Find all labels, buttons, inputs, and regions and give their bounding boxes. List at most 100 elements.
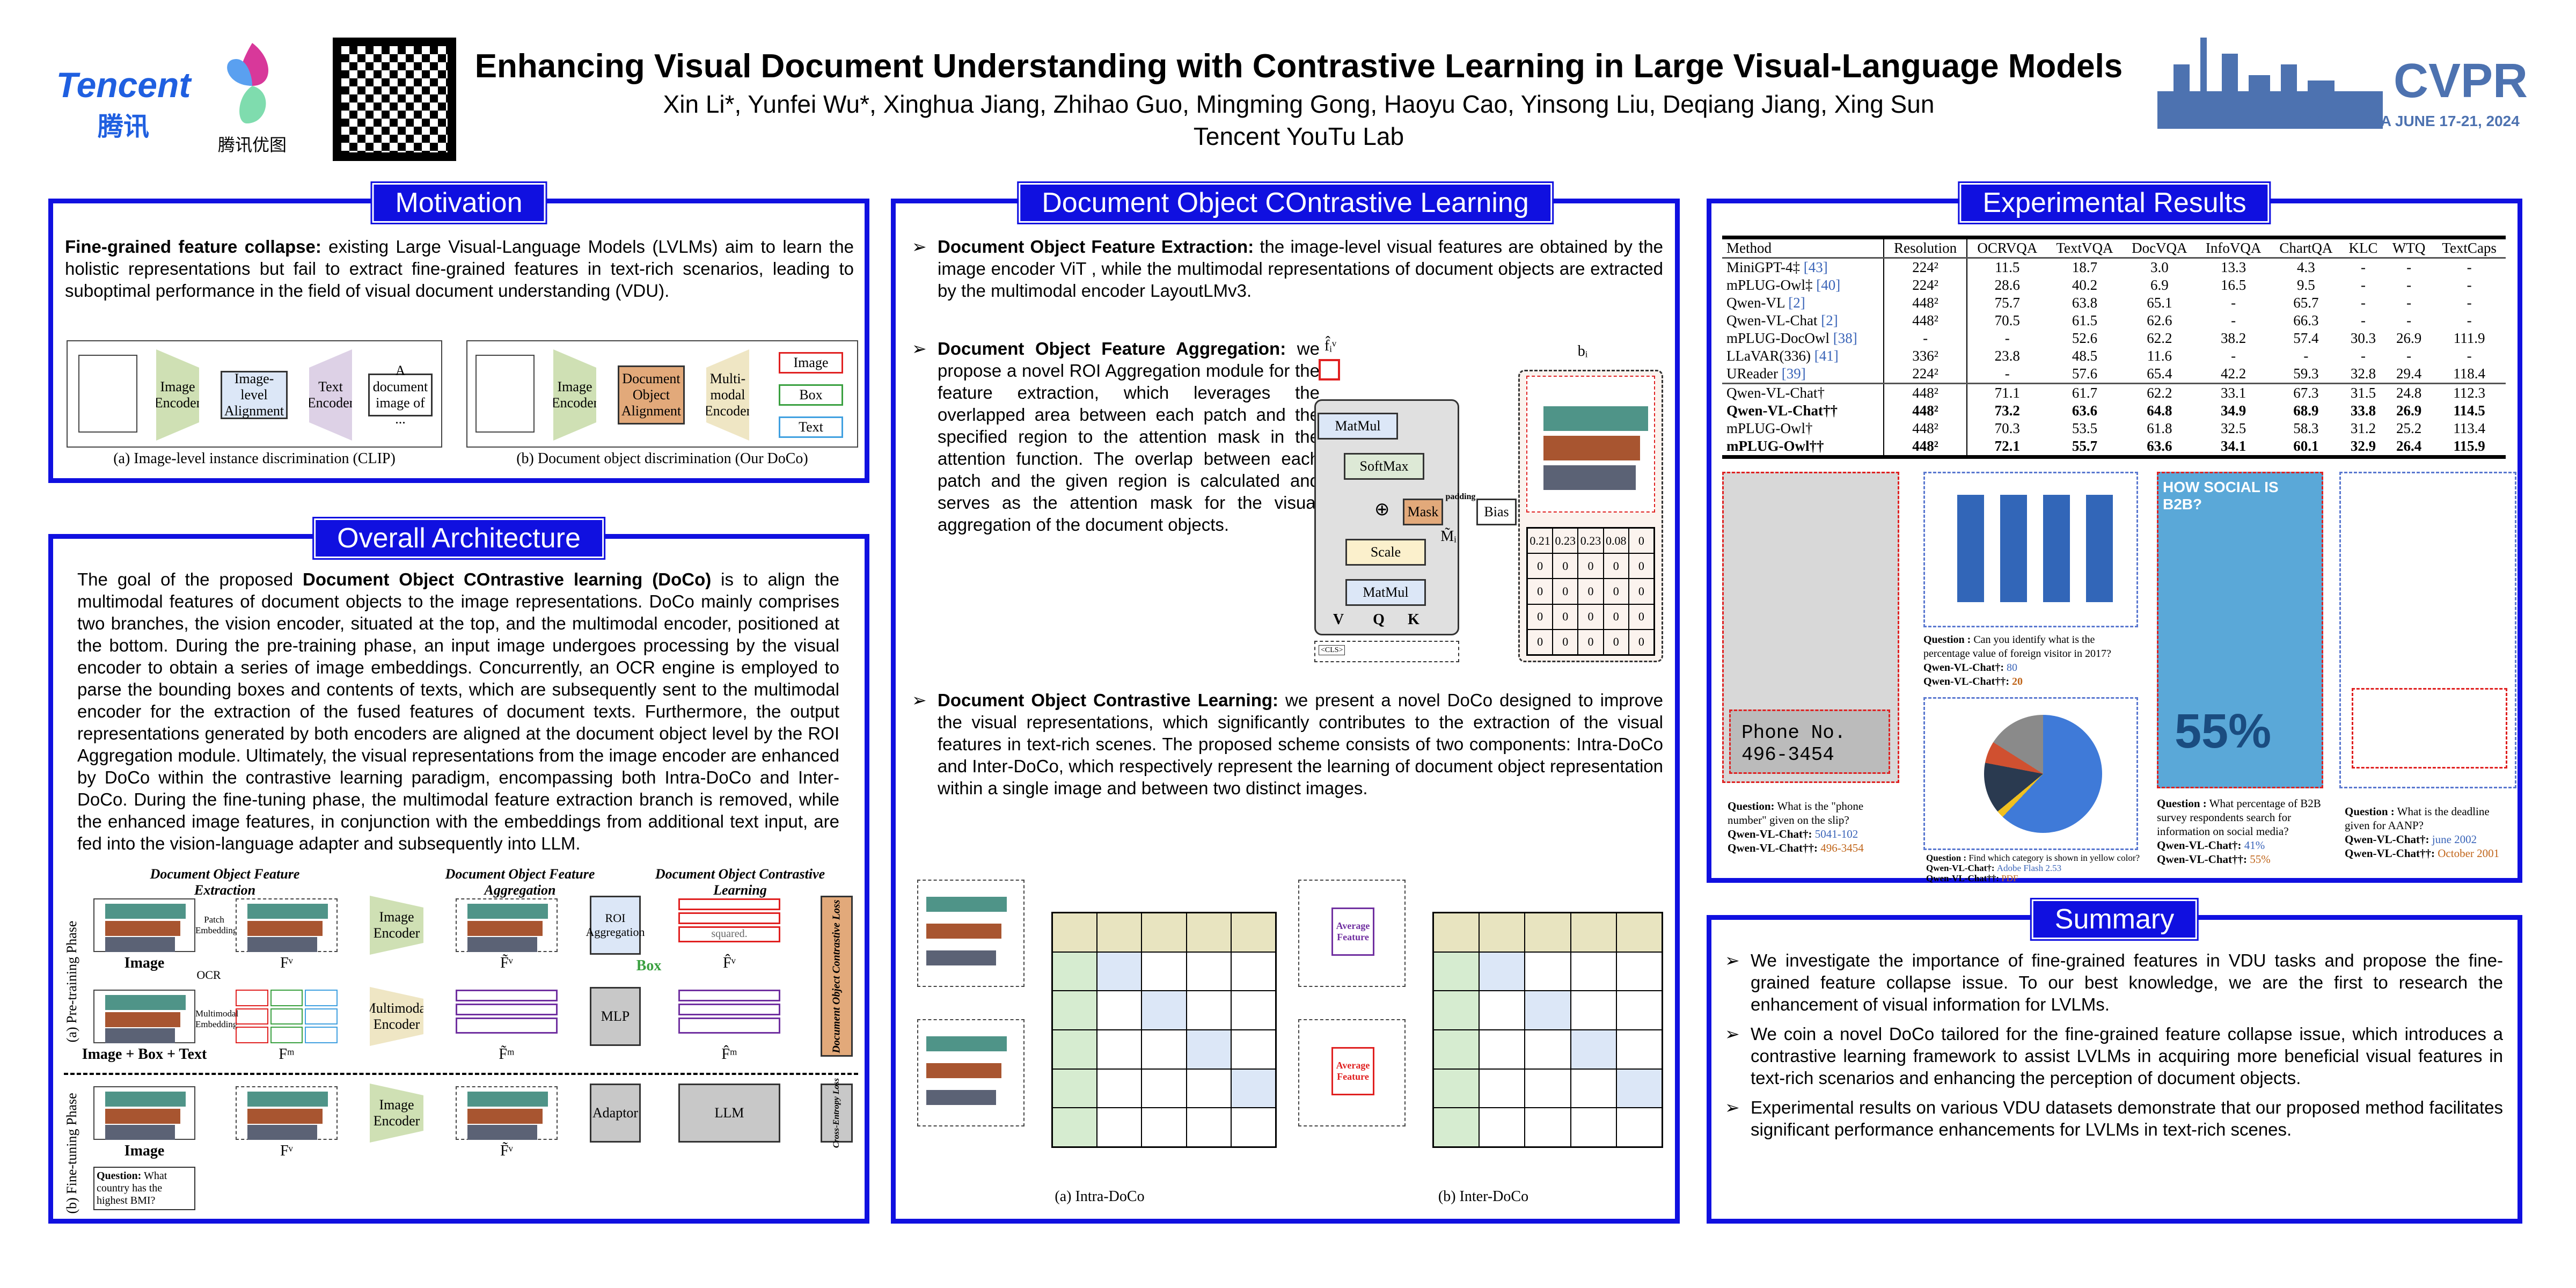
finetune-image-thumb [93, 1086, 195, 1140]
method-cell: Qwen-VL-Chat [2] [1722, 312, 1884, 330]
average-feature-label: Average Feature [1331, 1047, 1374, 1095]
score-cell: 13.3 [2221, 259, 2246, 275]
score-cell: 65.7 [2293, 295, 2319, 311]
fv-tilde-label: F̃ᵛ [500, 1143, 513, 1159]
mask-cell: 0 [1628, 629, 1654, 655]
mi-tilde-label: M̃ᵢ [1440, 528, 1457, 545]
seattle-skyline-icon [2157, 38, 2383, 129]
motivation-panel: Motivation Fine-grained feature collapse… [48, 181, 869, 483]
mask-cell: 0 [1628, 579, 1654, 604]
similarity-cell [1479, 913, 1525, 952]
architecture-figure: Document Object Feature Extraction Docum… [64, 866, 858, 1215]
patch-grid-fv-tilde [456, 898, 558, 952]
inter-similarity-grid [1432, 912, 1663, 1148]
motivation-body: existing Large Visual-Language Models (L… [65, 237, 854, 301]
similarity-cell [1141, 1108, 1187, 1147]
results-title: Experimental Results [1958, 181, 2271, 224]
score-cell: 73.2 [1994, 402, 2020, 419]
patch-embedding-label: Patch Embedding [195, 914, 238, 935]
image-label: Image [124, 1143, 165, 1159]
youtu-logo-icon [227, 43, 268, 123]
similarity-cell [1433, 1069, 1480, 1108]
document-thumbnail [78, 355, 137, 433]
score-cell: 30.3 [2350, 330, 2376, 346]
score-cell: - [2303, 348, 2309, 364]
similarity-cell [1570, 991, 1616, 1030]
fi-label: f̂ᵢᵛ [1324, 338, 1337, 354]
score-cell: 9.5 [2296, 277, 2315, 293]
intra-doco-caption: (a) Intra-DoCo [1055, 1188, 1145, 1205]
similarity-cell [1433, 952, 1480, 991]
method-cell: Qwen-VL-Chat† [1722, 383, 1884, 402]
column-header: DocVQA [2132, 240, 2187, 256]
column-header: KLC [2348, 240, 2378, 256]
score-cell: 42.2 [2221, 365, 2246, 382]
column-header: ChartQA [2279, 240, 2333, 256]
similarity-cell [1570, 1029, 1616, 1069]
score-cell: 52.6 [2072, 330, 2098, 346]
intra-similarity-grid [1051, 912, 1277, 1148]
roi-aggregation-block: ROI Aggregation [586, 896, 645, 955]
doco-panel: Document Object COntrastive Learning Doc… [891, 181, 1680, 1224]
score-cell: - [2361, 312, 2366, 328]
score-cell: - [2406, 259, 2412, 275]
column-header: InfoVQA [2205, 240, 2262, 256]
summary-item: We coin a novel DoCo tailored for the fi… [1725, 1023, 2503, 1089]
k-label: K [1408, 611, 1419, 628]
similarity-cell [1141, 1029, 1187, 1069]
score-cell: 62.2 [2147, 330, 2172, 346]
score-cell: 32.5 [2221, 420, 2246, 436]
mask-cell: 0.08 [1603, 528, 1629, 554]
similarity-cell [1186, 913, 1231, 952]
fig-clip: Image Encoder Image-level Alignment Text… [67, 340, 442, 448]
similarity-cell [1570, 1108, 1616, 1147]
score-cell: - [2406, 348, 2412, 364]
image-box-text-thumb [93, 990, 195, 1043]
column-header: Resolution [1883, 239, 1968, 258]
resolution-cell: 448² [1883, 437, 1968, 455]
question-box: Question: What country has the highest B… [93, 1167, 195, 1210]
mask-cell: 0.23 [1553, 528, 1578, 554]
mlp-block: MLP [590, 987, 641, 1046]
roi-attention-figure: f̂ᵢᵛ MatMul SoftMax ⊕ Mask M̃ᵢ padding B… [1314, 321, 1668, 665]
similarity-cell [1570, 952, 1616, 991]
affiliation: Tencent YouTu Lab [1193, 122, 1404, 150]
doco-item-3: Document Object Contrastive Learning: we… [912, 689, 1663, 807]
similarity-cell [1616, 1069, 1662, 1108]
mask-cell: 0 [1628, 528, 1654, 554]
mask-cell: 0 [1553, 553, 1578, 579]
score-cell: 48.5 [2072, 348, 2098, 364]
padding-label: padding [1445, 492, 1476, 501]
similarity-cell [1525, 991, 1571, 1030]
resolution-cell: 448² [1883, 420, 1968, 437]
score-cell: 60.1 [2293, 438, 2319, 454]
box-label: Box [636, 957, 662, 974]
adaptor-block: Adaptor [590, 1084, 641, 1143]
mask-cell: 0 [1527, 553, 1553, 579]
score-cell: 114.5 [2453, 402, 2485, 419]
score-cell: - [2406, 277, 2412, 293]
mask-block: Mask [1403, 499, 1443, 525]
mask-cell: 0 [1628, 553, 1654, 579]
similarity-cell [1186, 952, 1231, 991]
score-cell: 25.2 [2396, 420, 2422, 436]
example-document [2339, 472, 2516, 788]
similarity-cell [1570, 913, 1616, 952]
poster-title: Enhancing Visual Document Understanding … [474, 48, 2123, 85]
doco-item-1: Document Object Feature Extraction: the … [912, 236, 1663, 309]
mm-embedding-label: Multimodal Embedding [195, 1008, 239, 1029]
score-cell: 28.6 [1994, 277, 2020, 293]
youtu-logo: 腾讯优图 [204, 38, 301, 156]
score-cell: - [2406, 312, 2412, 328]
score-cell: 6.9 [2150, 277, 2169, 293]
score-cell: - [2467, 277, 2472, 293]
multimodal-encoder-block: Multimodal Encoder [370, 987, 423, 1046]
similarity-cell [1097, 991, 1142, 1030]
score-cell: 118.4 [2453, 365, 2486, 382]
similarity-cell [1479, 1029, 1525, 1069]
fm-label: Fᵐ [279, 1046, 295, 1063]
q-label: Q [1373, 611, 1385, 628]
fig-clip-caption: (a) Image-level instance discrimination … [113, 450, 396, 467]
